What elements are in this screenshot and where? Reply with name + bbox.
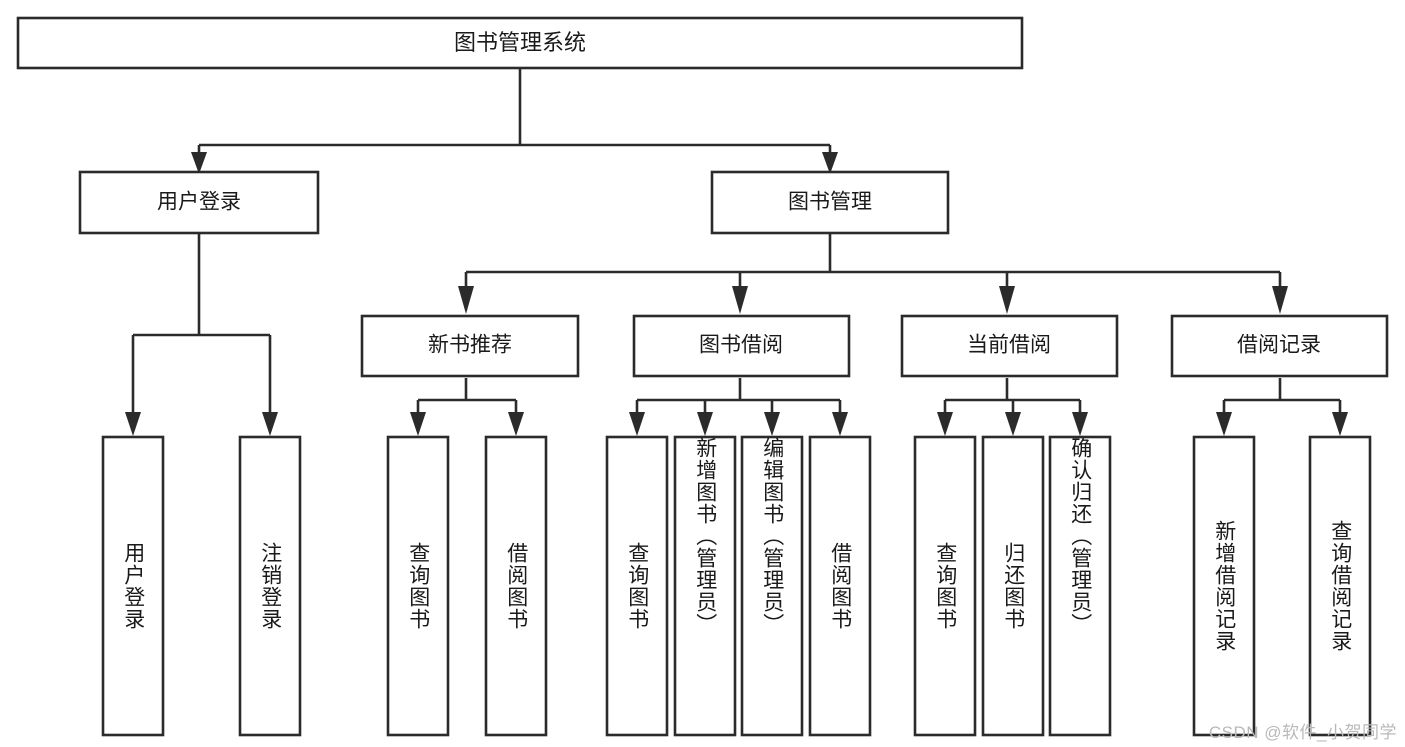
arrow-head-bookmgmt xyxy=(822,152,838,174)
arrow-head-leaf-borrowrecord-2 xyxy=(1332,412,1348,436)
arrow-head-leaf-newbook-1 xyxy=(410,412,426,436)
node-current-borrow[interactable] xyxy=(900,314,1119,378)
leaf-box-current-borrow-3[interactable] xyxy=(1048,435,1112,737)
arrow-head-currentborrow xyxy=(999,286,1015,314)
arrow-head-leaf-newbook-2 xyxy=(508,412,524,436)
node-user-login[interactable] xyxy=(78,170,320,235)
arrow-head-leaf-bookborrow-1 xyxy=(629,412,645,436)
node-new-book-recommend-label: 新书推荐 xyxy=(428,334,512,357)
leaf-box-new-book-2[interactable] xyxy=(484,435,548,737)
leaf-box-book-borrow-1[interactable] xyxy=(605,435,669,737)
leaf-box-book-borrow-4[interactable] xyxy=(808,435,872,737)
node-book-borrow-label: 图书借阅 xyxy=(699,334,783,357)
leaf-box-borrow-record-2[interactable] xyxy=(1308,435,1372,737)
node-boxes: 图书管理系统 用户登录 图书管理 新书推荐 图书借阅 当前借阅 借阅记录 xyxy=(16,16,1389,737)
arrow-head-borrowrecord xyxy=(1272,286,1288,314)
node-borrow-record[interactable] xyxy=(1170,314,1389,378)
leaf-box-current-borrow-2[interactable] xyxy=(981,435,1045,737)
leaf-box-new-book-1[interactable] xyxy=(386,435,450,737)
arrow-head-newbook xyxy=(458,286,474,314)
node-book-management[interactable] xyxy=(710,170,950,235)
node-book-management-label: 图书管理 xyxy=(788,191,872,214)
node-root-label: 图书管理系统 xyxy=(454,30,586,55)
arrow-head-leaf-bookborrow-3 xyxy=(764,412,780,436)
leaf-box-user-login-1[interactable] xyxy=(101,435,165,737)
arrow-head-leaf-bookborrow-2 xyxy=(697,412,713,436)
arrow-head-leaf-borrowrecord-1 xyxy=(1216,412,1232,436)
arrow-head-leaf-currentborrow-2 xyxy=(1005,412,1021,436)
csdn-watermark: CSDN @软件_小贺同学 xyxy=(1208,723,1397,742)
leaf-box-user-login-2[interactable] xyxy=(238,435,302,737)
leaf-box-current-borrow-1[interactable] xyxy=(913,435,977,737)
arrow-head-bookborrow xyxy=(732,286,748,314)
arrow-head-leaf-user-login-2 xyxy=(262,412,278,436)
node-book-borrow[interactable] xyxy=(632,314,851,378)
node-new-book-recommend[interactable] xyxy=(360,314,580,378)
arrow-head-leaf-currentborrow-1 xyxy=(937,412,953,436)
leaf-box-borrow-record-1[interactable] xyxy=(1192,435,1256,737)
arrow-head-leaf-bookborrow-4 xyxy=(832,412,848,436)
node-root-book-management-system[interactable] xyxy=(16,16,1024,70)
node-current-borrow-label: 当前借阅 xyxy=(967,334,1051,357)
connectors xyxy=(125,68,1348,436)
arrow-head-leaf-user-login-1 xyxy=(125,412,141,436)
arrow-head-userlogin xyxy=(191,152,207,174)
leaf-box-book-borrow-3[interactable] xyxy=(740,435,804,737)
arrow-head-leaf-currentborrow-3 xyxy=(1072,412,1088,436)
leaf-box-book-borrow-2[interactable] xyxy=(673,435,737,737)
node-borrow-record-label: 借阅记录 xyxy=(1237,334,1321,357)
node-user-login-label: 用户登录 xyxy=(157,191,241,214)
